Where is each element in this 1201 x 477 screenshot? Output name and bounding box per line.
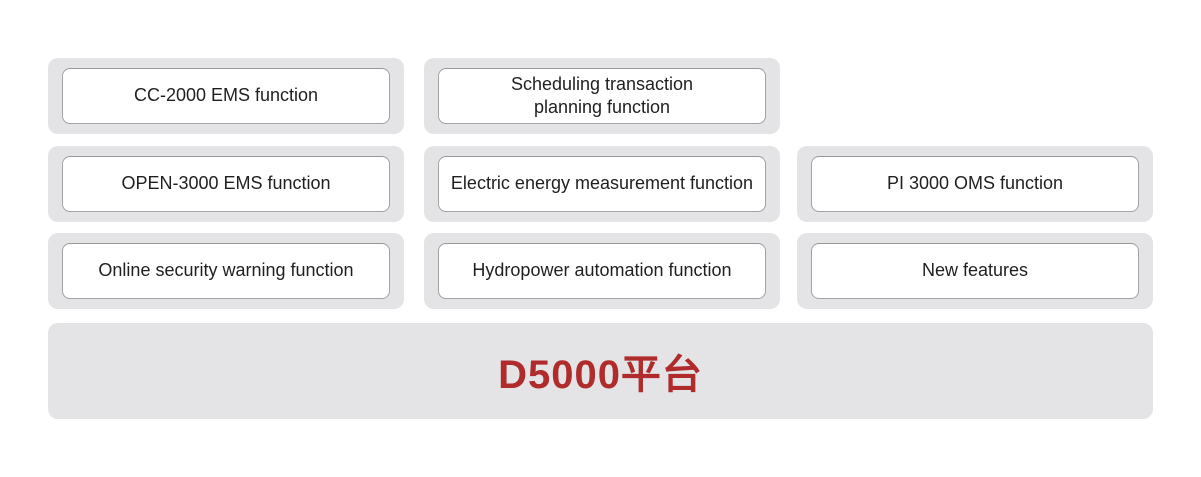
card-pi3000-oms: PI 3000 OMS function [797, 146, 1153, 222]
card-scheduling-transaction-planning-box: Scheduling transaction planning function [438, 68, 766, 124]
card-pi3000-oms-box: PI 3000 OMS function [811, 156, 1139, 212]
card-hydropower-automation: Hydropower automation function [424, 233, 780, 309]
card-scheduling-transaction-planning: Scheduling transaction planning function [424, 58, 780, 134]
card-electric-energy-measurement-label: Electric energy measurement function [450, 173, 754, 194]
platform-bar: D5000平台 [48, 323, 1153, 419]
platform-bar-label: D5000平台 [498, 353, 703, 397]
card-new-features-label: New features [921, 260, 1029, 281]
card-pi3000-oms-label: PI 3000 OMS function [886, 173, 1064, 194]
card-open3000-ems: OPEN-3000 EMS function [48, 146, 404, 222]
card-electric-energy-measurement: Electric energy measurement function [424, 146, 780, 222]
card-new-features-box: New features [811, 243, 1139, 299]
card-hydropower-automation-box: Hydropower automation function [438, 243, 766, 299]
card-open3000-ems-box: OPEN-3000 EMS function [62, 156, 390, 212]
card-online-security-warning: Online security warning function [48, 233, 404, 309]
card-open3000-ems-label: OPEN-3000 EMS function [121, 173, 331, 194]
card-online-security-warning-label: Online security warning function [98, 260, 354, 281]
card-hydropower-automation-label: Hydropower automation function [472, 260, 732, 281]
card-new-features: New features [797, 233, 1153, 309]
card-cc2000-ems-label: CC-2000 EMS function [133, 85, 319, 106]
card-electric-energy-measurement-box: Electric energy measurement function [438, 156, 766, 212]
card-scheduling-transaction-planning-label: Scheduling transaction planning function [510, 73, 694, 117]
card-cc2000-ems: CC-2000 EMS function [48, 58, 404, 134]
card-online-security-warning-box: Online security warning function [62, 243, 390, 299]
card-cc2000-ems-box: CC-2000 EMS function [62, 68, 390, 124]
